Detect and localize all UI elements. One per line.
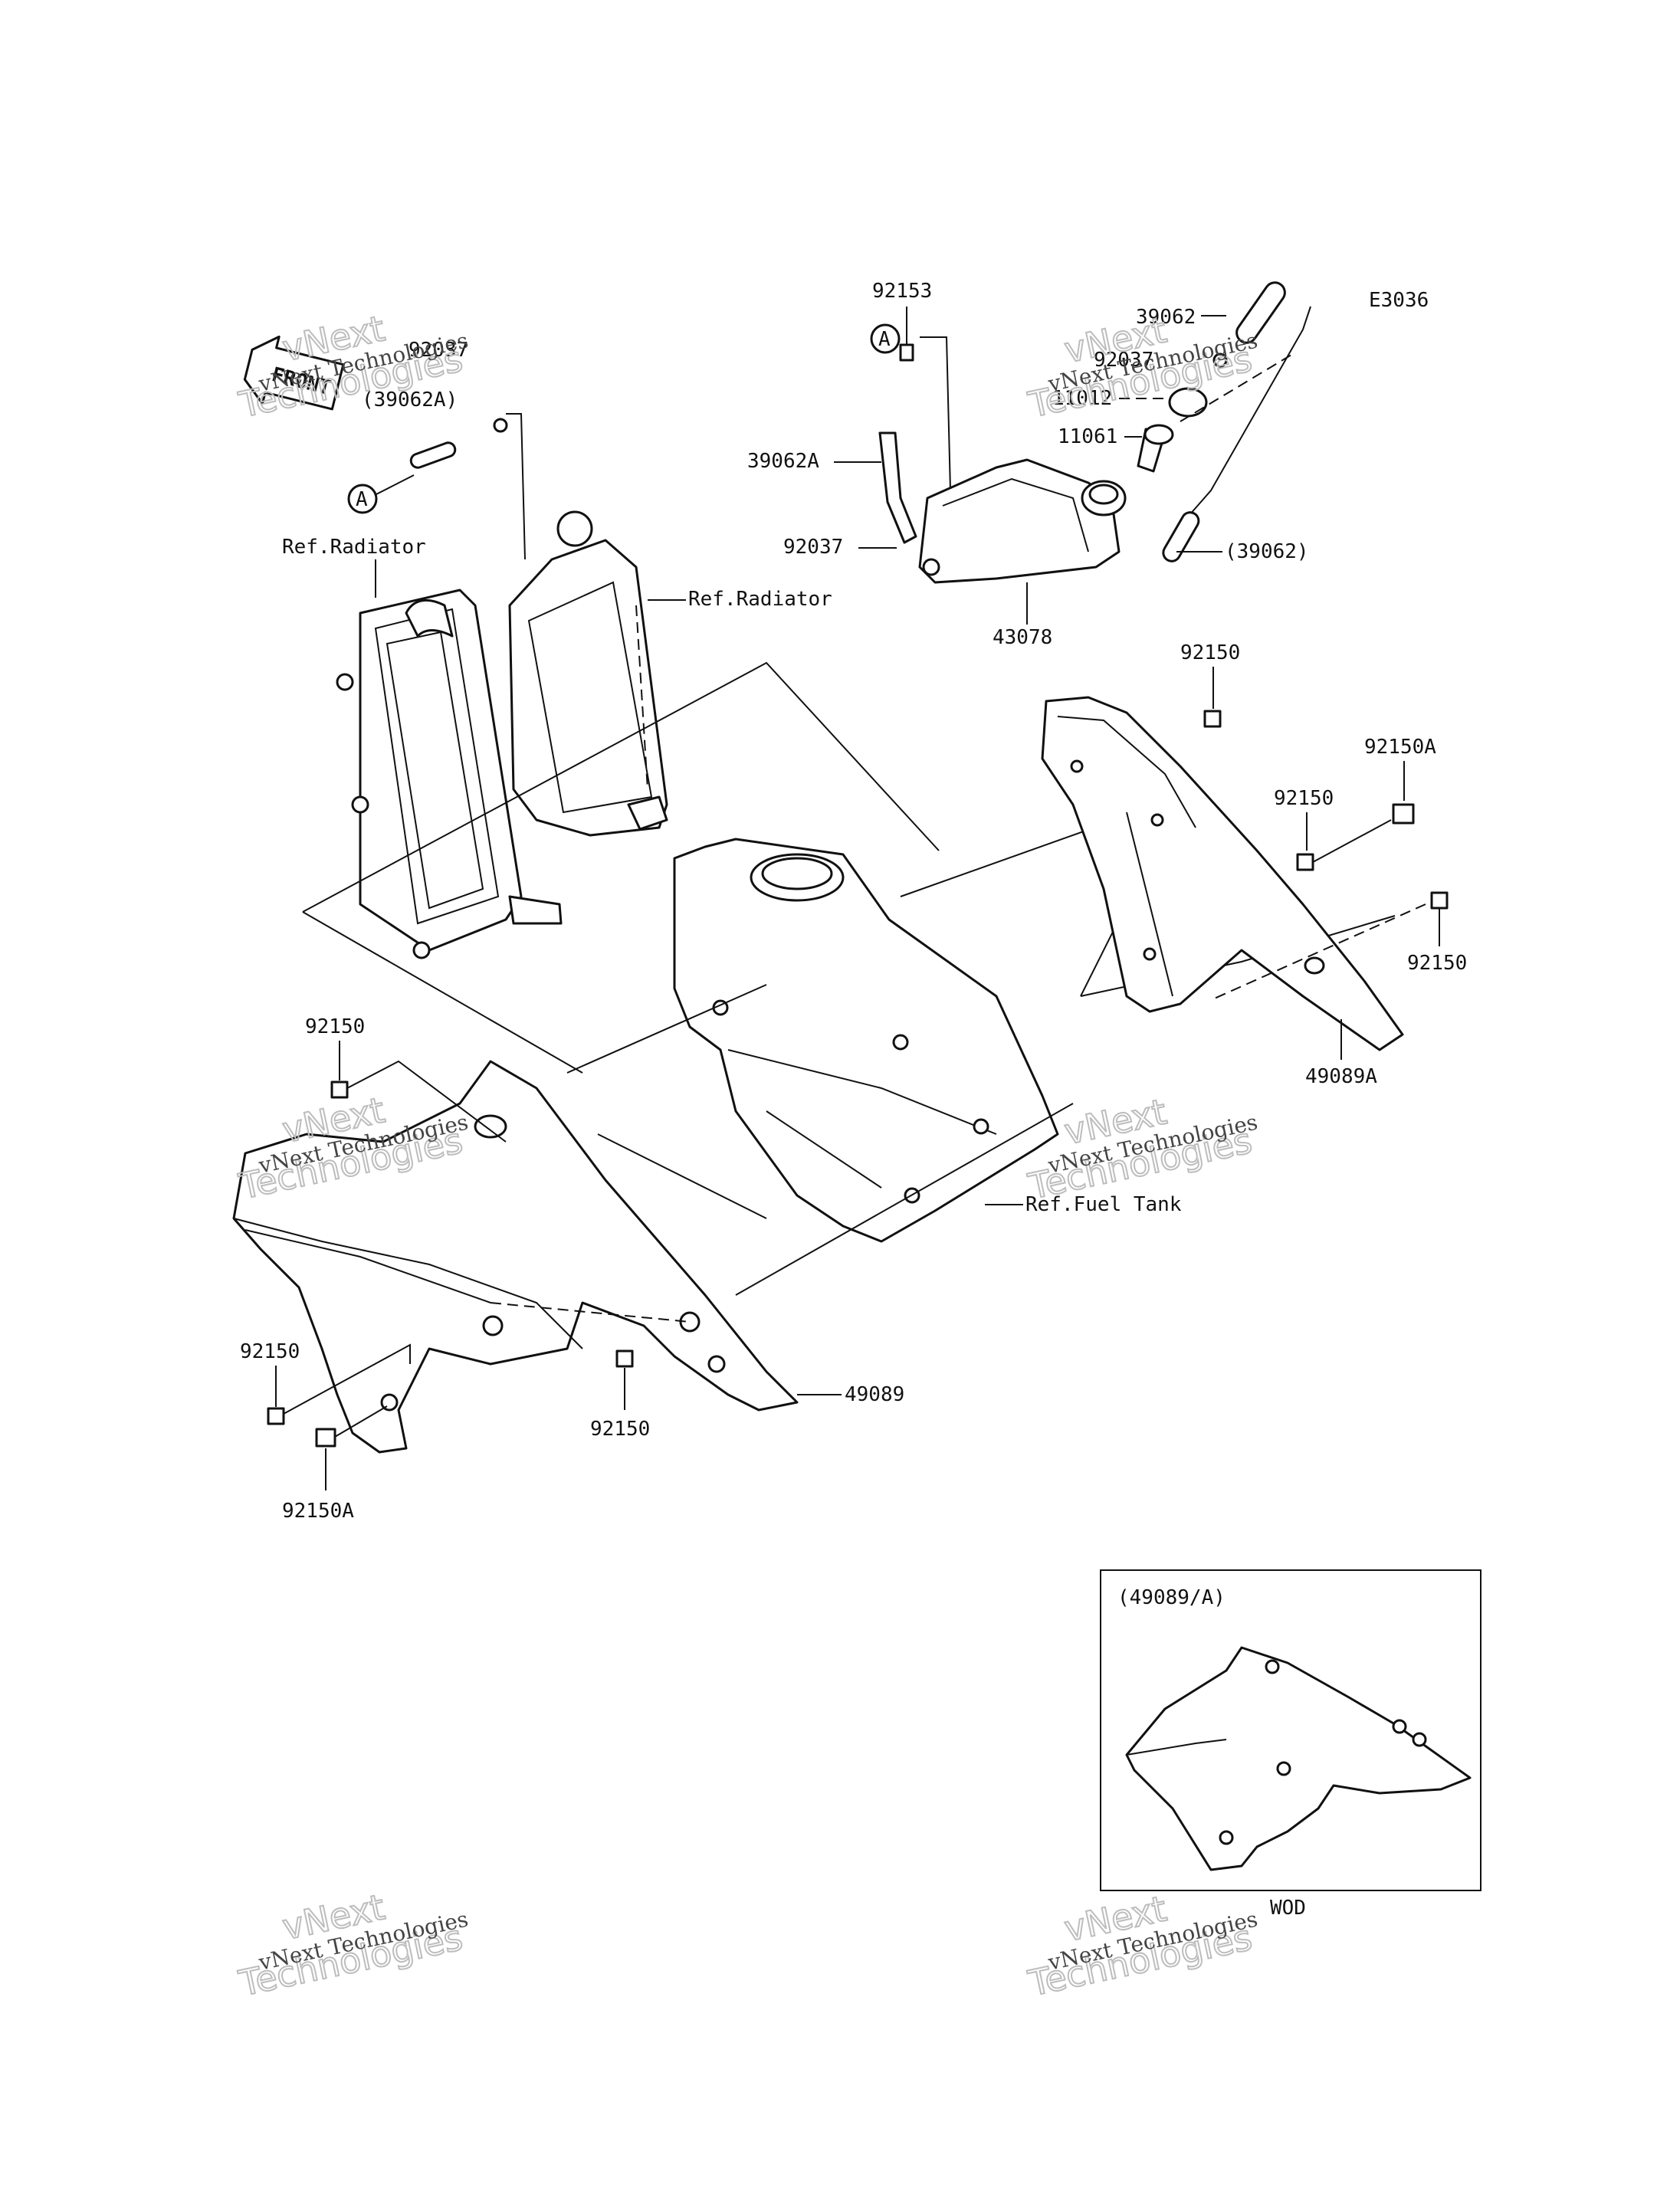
clamp-92037-top xyxy=(1212,353,1228,368)
part-92153-label: 92153 xyxy=(872,280,932,303)
hose-39062A-left xyxy=(409,441,457,469)
part-92150A-r-label: 92150A xyxy=(1364,736,1436,759)
watermark-4: vNext Technologies vNext Technologies xyxy=(1024,1090,1260,1208)
ref-a-marker-left: A xyxy=(347,474,415,514)
leader-line xyxy=(1180,352,1296,422)
bolt-92150-l3 xyxy=(615,1349,634,1368)
bolt-92150A-r xyxy=(1392,803,1415,825)
svg-text:A: A xyxy=(878,328,891,351)
part-92150-l1-label: 92150 xyxy=(305,1015,365,1038)
part-92150-l3-label: 92150 xyxy=(590,1418,650,1441)
radiator-right-illustration xyxy=(508,510,668,837)
leader-line xyxy=(1210,903,1426,1001)
hose-39062 xyxy=(1235,281,1286,344)
part-11012-label: 11012 xyxy=(1052,387,1112,410)
part-92150A-l-label: 92150A xyxy=(282,1500,354,1523)
ref-fuel-tank-label: Ref.Fuel Tank xyxy=(1025,1193,1182,1216)
watermark-1: vNext Technologies vNext Technologies xyxy=(235,307,471,426)
part-43078-label: 43078 xyxy=(993,626,1052,649)
fuel-tank-illustration xyxy=(673,838,1059,1243)
part-39062A-paren-label: (39062A) xyxy=(362,389,458,412)
part-49089A-label: 49089A xyxy=(1305,1065,1377,1088)
leader-line xyxy=(346,1060,507,1143)
part-49089-label: 49089 xyxy=(845,1383,904,1406)
part-92037-left-label: 92037 xyxy=(409,339,468,362)
part-92150-l2-label: 92150 xyxy=(240,1340,300,1363)
leader-line xyxy=(1183,306,1311,522)
guide-line xyxy=(302,911,583,1074)
part-92150-r2-label: 92150 xyxy=(1274,787,1334,810)
svg-text:A: A xyxy=(356,488,368,511)
inset-49089A: (49089/A) WOD xyxy=(1100,1569,1481,1920)
bolt-92150-l1 xyxy=(330,1080,349,1099)
ref-radiator-right-label: Ref.Radiator xyxy=(688,588,832,611)
bolt-92153 xyxy=(899,343,914,362)
part-92150-r1-label: 92150 xyxy=(1180,641,1240,664)
watermark-5: vNext Technologies vNext Technologies xyxy=(235,1885,471,2005)
ref-radiator-left-label: Ref.Radiator xyxy=(282,536,426,559)
part-39062A-label: 39062A xyxy=(747,450,819,473)
bolt-92150-r1 xyxy=(1203,710,1222,728)
shroud-49089-illustration xyxy=(232,1060,799,1454)
part-39062-paren-label: (39062) xyxy=(1225,540,1309,563)
inset-caption: WOD xyxy=(1270,1897,1306,1920)
bolt-92150-r3 xyxy=(1430,891,1449,910)
part-39062-label: 39062 xyxy=(1136,306,1196,329)
part-92037-top-label: 92037 xyxy=(1094,349,1153,372)
bolt-92150-l2 xyxy=(267,1407,285,1425)
leader-line xyxy=(506,413,526,560)
leader-line xyxy=(334,1405,388,1438)
hose-39062-lower xyxy=(1162,511,1200,562)
shroud-49089A-illustration xyxy=(1041,696,1404,1051)
guide-line xyxy=(566,984,767,1074)
hose-39062A xyxy=(878,431,917,544)
reservoir-tank-43078 xyxy=(918,458,1127,584)
diagram-code: E3036 xyxy=(1369,289,1429,312)
guide-line xyxy=(302,661,940,913)
front-arrow-icon: FRONT xyxy=(243,335,345,411)
clamp-92037-left xyxy=(493,418,508,433)
bolt-92150A-l xyxy=(315,1428,336,1448)
inset-title: (49089/A) xyxy=(1117,1586,1226,1609)
leader-line xyxy=(1312,819,1392,863)
leader-line xyxy=(920,336,951,491)
guide-line xyxy=(597,1133,767,1219)
gasket-11061-ring xyxy=(1144,424,1174,445)
part-92150-r3-label: 92150 xyxy=(1407,952,1467,975)
part-92037-tank-label: 92037 xyxy=(783,536,843,559)
ref-a-marker-tank: A xyxy=(870,323,901,354)
guide-line xyxy=(735,1103,1074,1296)
bolt-92150-r2 xyxy=(1296,853,1314,871)
part-11061-label: 11061 xyxy=(1058,425,1117,448)
leader-line xyxy=(283,1343,411,1415)
